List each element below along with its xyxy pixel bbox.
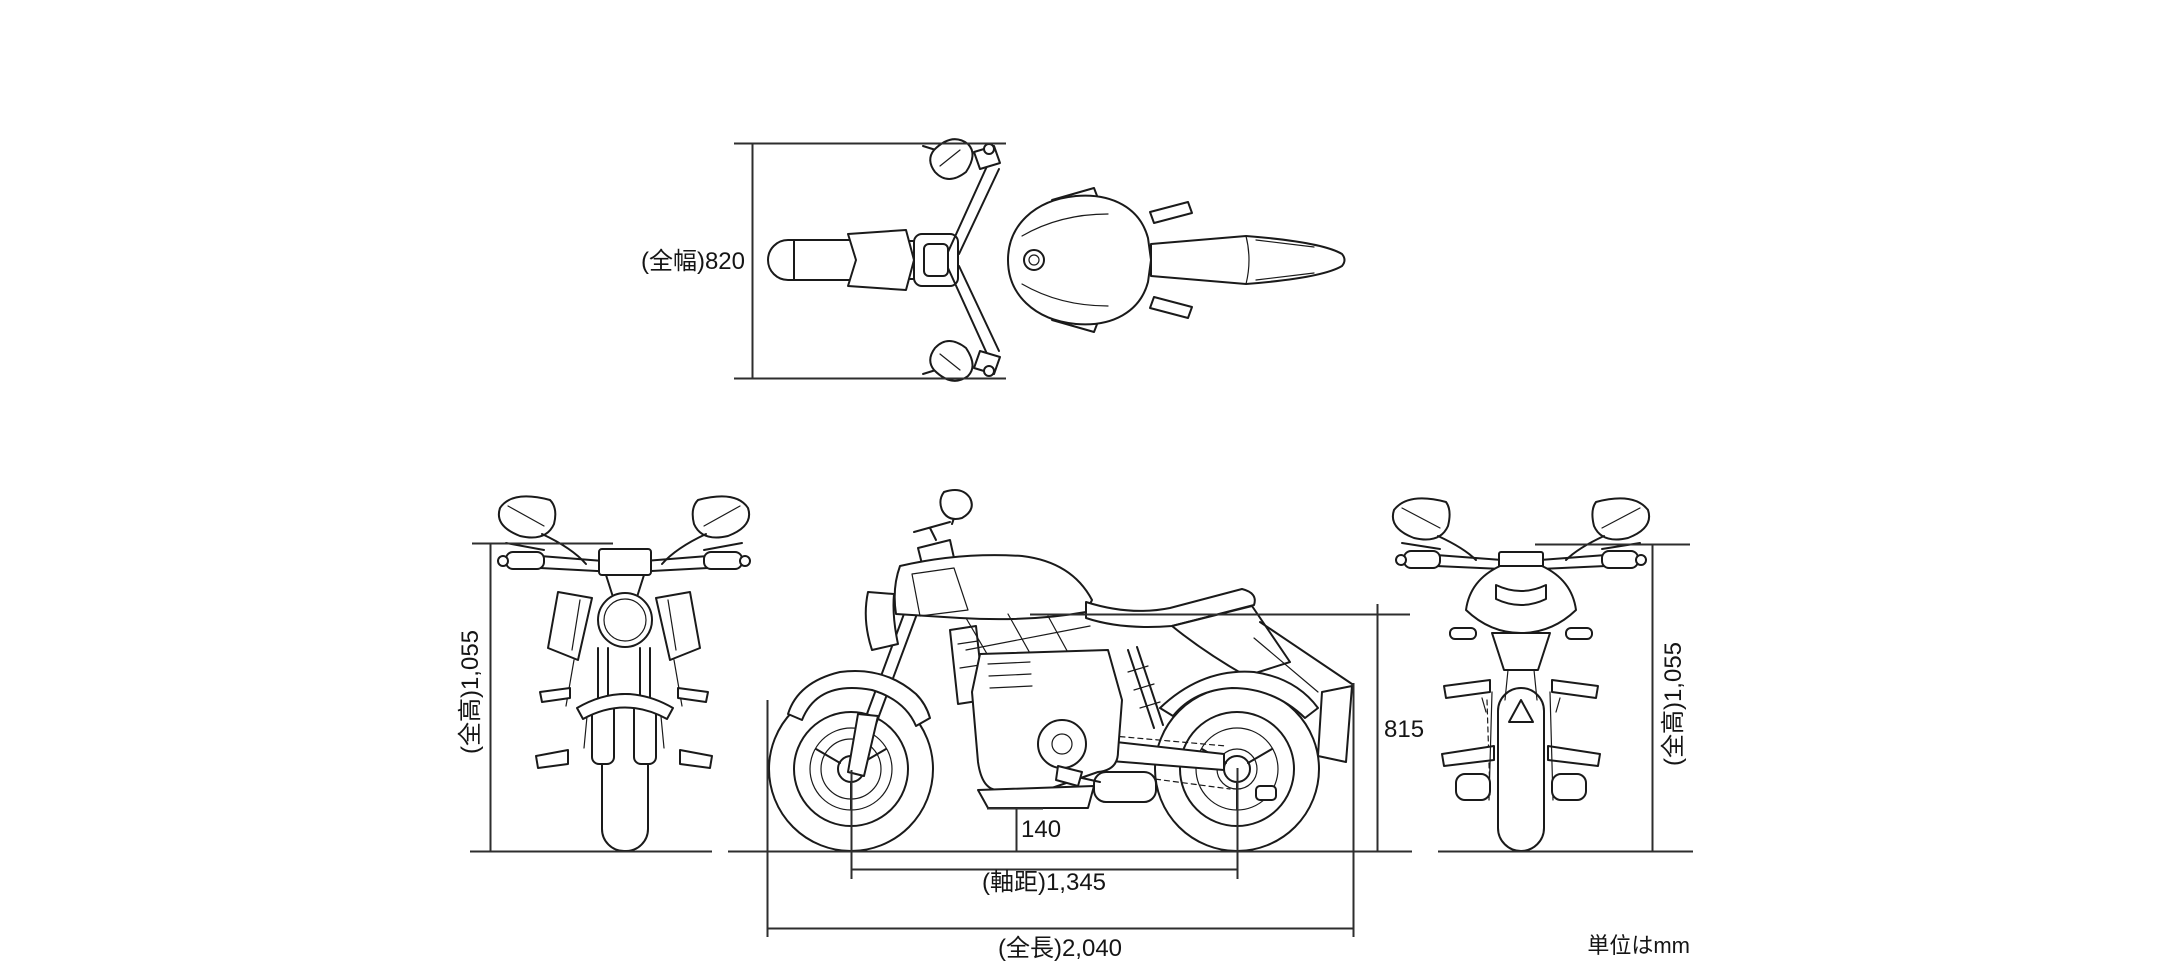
rear-overall-height-dimension: (全高)1,055 [1438, 543, 1693, 853]
top-view-drawing [767, 138, 1346, 382]
overall-length-label: (全長)2,040 [998, 935, 1122, 962]
rear-view-drawing [1391, 497, 1650, 852]
front-overall-height-dimension: (全高)1,055 [457, 542, 712, 853]
side-view-drawing [768, 489, 1353, 852]
ground-clearance-label: 140 [1021, 816, 1061, 843]
wheelbase-label: (軸距)1,345 [982, 869, 1106, 896]
side-view-dimensions: 815 140 (軸距)1,345 (全長)2,040 [728, 604, 1424, 962]
rear-overall-height-label: (全高)1,055 [1660, 642, 1687, 766]
front-view-drawing [497, 495, 751, 852]
front-overall-height-label: (全高)1,055 [457, 630, 484, 754]
unit-note: 単位はmm [1587, 933, 1690, 958]
overall-width-dimension: (全幅)820 [641, 142, 1006, 380]
seat-height-label: 815 [1384, 716, 1424, 743]
overall-width-label: (全幅)820 [641, 248, 745, 275]
